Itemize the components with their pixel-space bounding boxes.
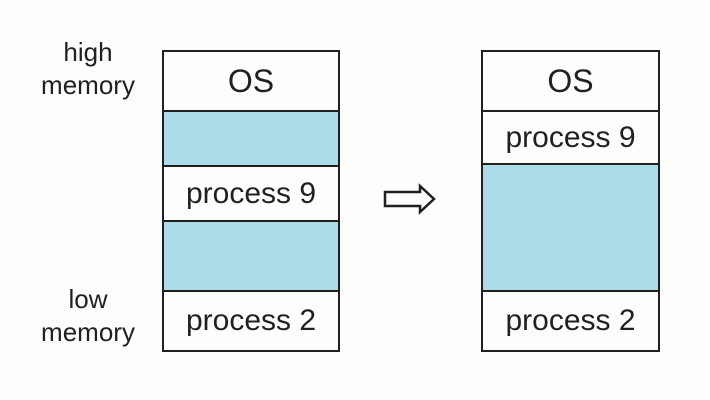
segment-process-2: process 2 [164, 290, 338, 350]
low-memory-label-line2: memory [41, 317, 135, 347]
segment-label: process 9 [505, 120, 636, 154]
high-memory-label: high memory [13, 36, 163, 102]
segment-process-2: process 2 [483, 290, 658, 350]
segment-label: OS [227, 62, 275, 99]
segment-process-9: process 9 [164, 165, 338, 220]
segment-label: process 9 [185, 176, 317, 210]
segment-free-hole [164, 110, 338, 165]
segment-label: OS [547, 62, 594, 99]
high-memory-label-line2: memory [41, 70, 135, 100]
memory-stack-before: OS process 9 process 2 [162, 50, 340, 352]
segment-label: process 2 [505, 304, 636, 337]
memory-stack-after: OS process 9 process 2 [481, 50, 660, 352]
low-memory-label: low memory [13, 283, 163, 349]
segment-os: OS [164, 52, 338, 110]
segment-os: OS [483, 52, 658, 110]
high-memory-label-line1: high [63, 37, 113, 67]
low-memory-label-line1: low [68, 284, 108, 314]
segment-free-hole [164, 220, 338, 290]
right-arrow-icon [383, 183, 436, 215]
transition-arrow [383, 183, 437, 215]
segment-free-hole [483, 163, 658, 290]
segment-label: process 2 [185, 304, 317, 337]
segment-process-9: process 9 [483, 110, 658, 163]
